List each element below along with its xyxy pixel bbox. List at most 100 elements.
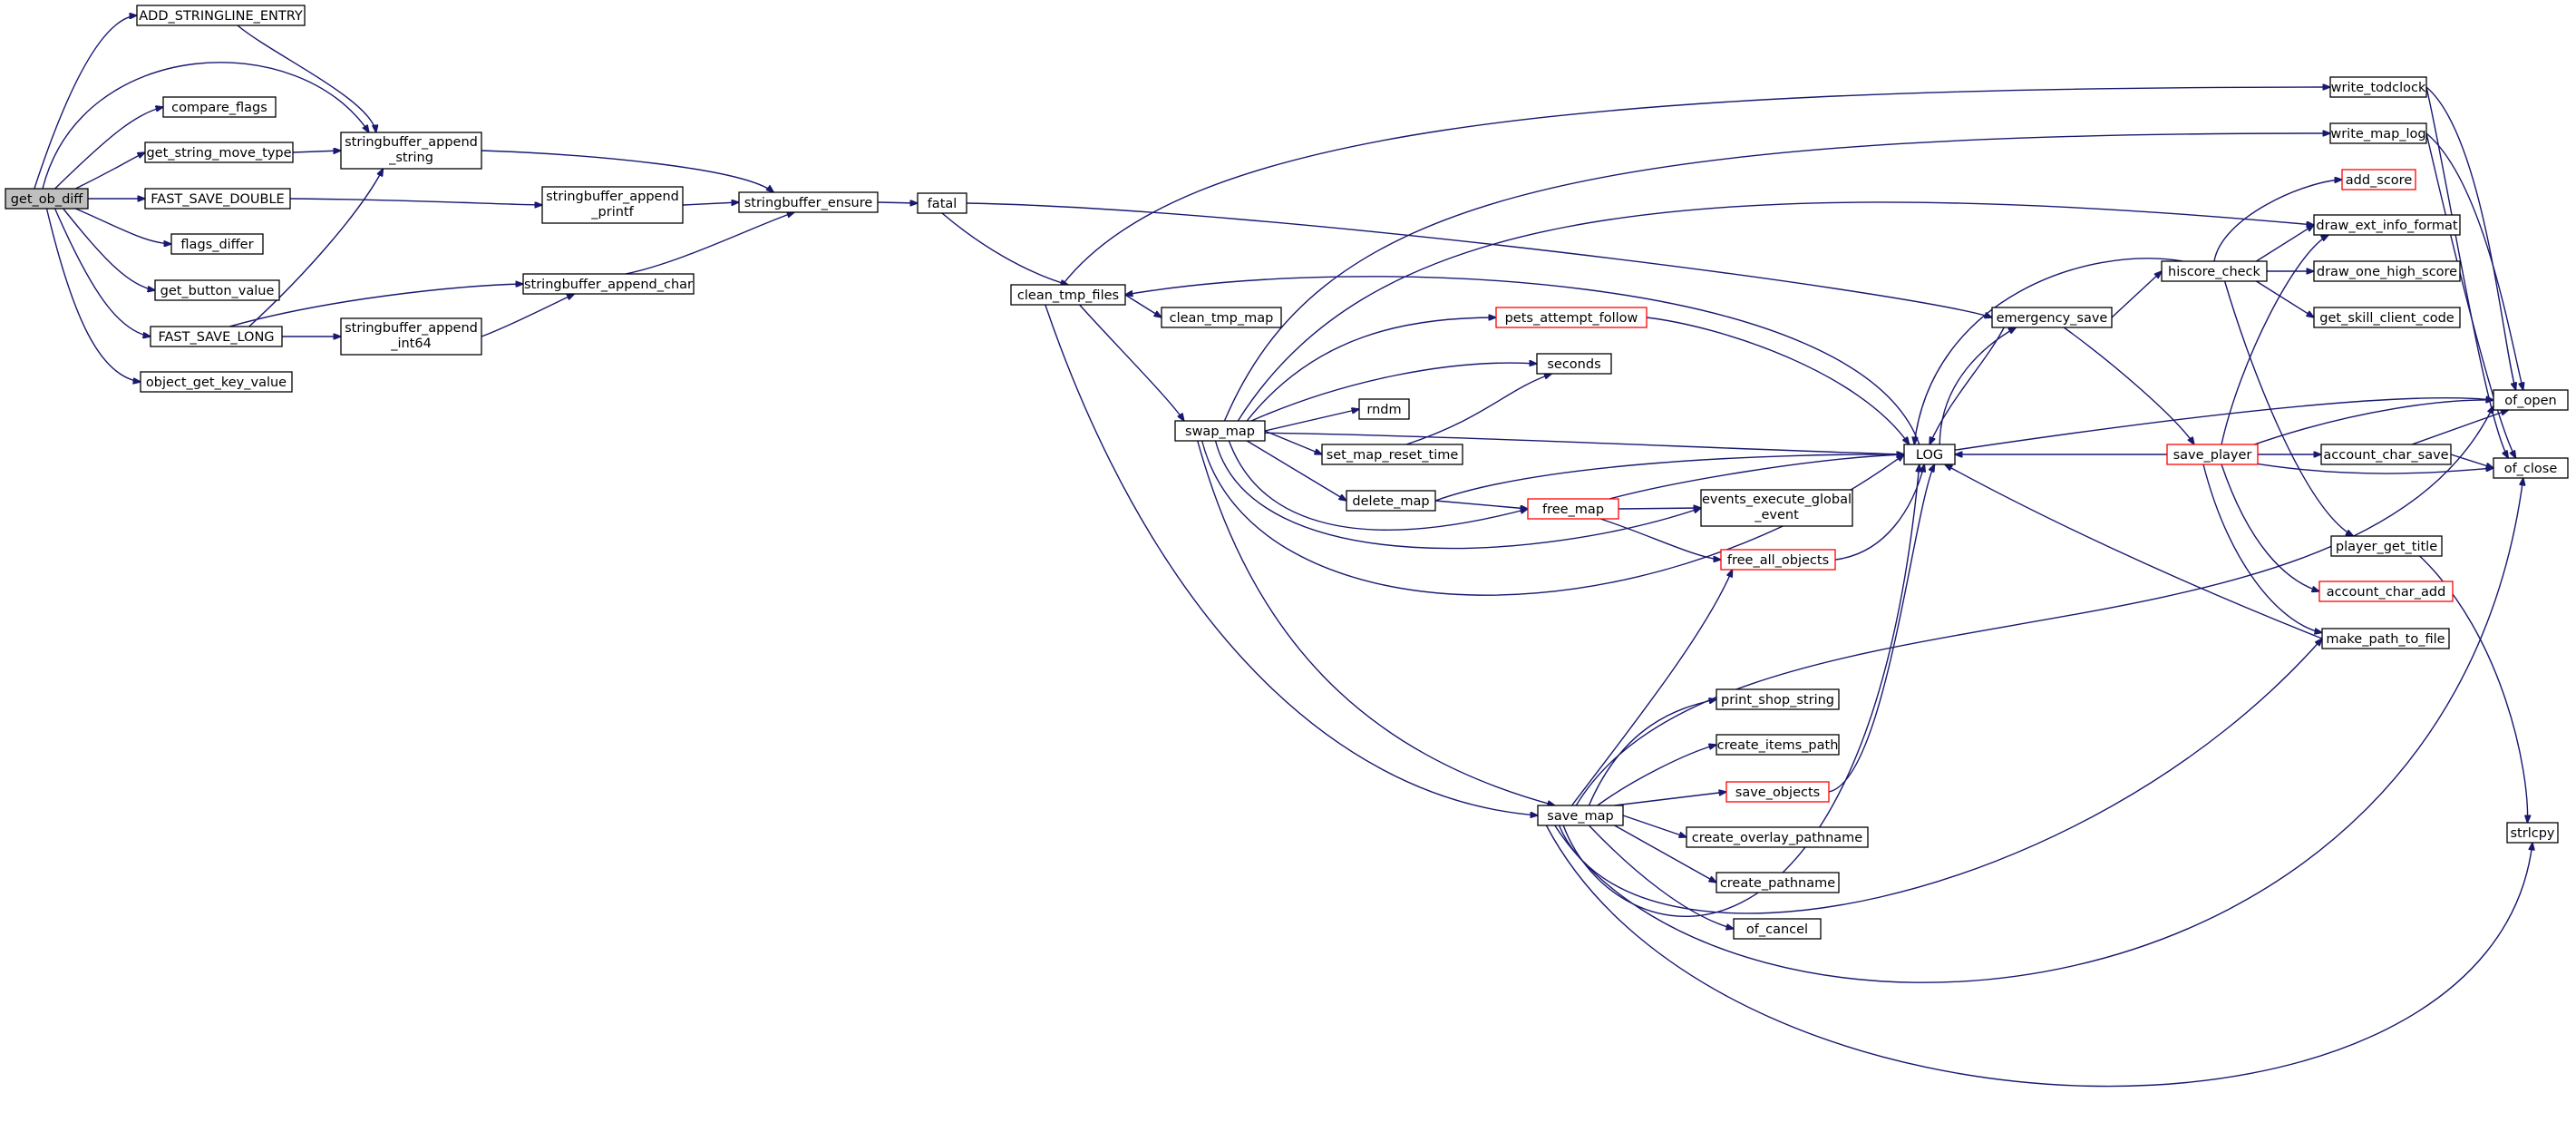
node-create-pathname[interactable]: create_pathname (1716, 872, 1840, 893)
node-box (917, 192, 967, 214)
node-draw-ext-info-format[interactable]: draw_ext_info_format (2313, 214, 2461, 236)
edge-free_map-to-log (1609, 454, 1904, 500)
node-box (1536, 353, 1612, 375)
node-compare-flags[interactable]: compare_flags (162, 96, 277, 118)
edge-swap_map-to-pets_attempt_follow (1246, 317, 1496, 422)
node-box (1686, 826, 1869, 848)
node-object-get-key-value[interactable]: object_get_key_value (140, 371, 293, 393)
edge-hiscore_check-to-log (1914, 258, 2183, 444)
node-fast-save-long[interactable]: FAST_SAVE_LONG (150, 326, 283, 347)
edge-save_map-to-of_open (1575, 406, 2493, 806)
edge-swap_map-to-seconds (1250, 363, 1537, 422)
edge-get_ob_diff-to-sb_append_string (42, 62, 369, 190)
node-sb-append-char[interactable]: stringbuffer_append_char (522, 273, 695, 295)
nodes-layer: get_ob_diff ADD_STRINGLINE_ENTRY compare_f… (5, 5, 2569, 940)
edge-account_char_save-to-of_open (2411, 410, 2508, 445)
node-box (2161, 260, 2268, 282)
edge-save_map-to-create_items_path (1597, 745, 1716, 806)
edge-emergency_save-to-hiscore_check (2111, 271, 2162, 318)
node-box (2320, 444, 2452, 465)
node-label: pets_attempt_follow (1505, 311, 1638, 326)
node-draw-one-high-score[interactable]: draw_one_high_score (2313, 260, 2461, 282)
node-player-get-title[interactable]: player_get_title (2330, 535, 2443, 557)
node-box (1174, 420, 1266, 442)
node-sb-ensure[interactable]: stringbuffer_ensure (738, 191, 879, 213)
node-label: _printf (590, 205, 634, 220)
edge-get_ob_diff-to-get_string_move_type (75, 152, 145, 190)
node-box (1733, 918, 1822, 940)
node-flags-differ[interactable]: flags_differ (170, 233, 264, 255)
node-make-path-to-file[interactable]: make_path_to_file (2321, 628, 2450, 649)
edge-clean_tmp_files-to-save_map (1045, 304, 1538, 815)
node-label: emergency_save (1997, 311, 2108, 326)
node-box (2329, 76, 2427, 98)
node-write-map-log[interactable]: write_map_log (2329, 122, 2427, 144)
node-log[interactable]: LOG (1903, 444, 1956, 465)
node-get-button-value[interactable]: get_button_value (154, 279, 280, 301)
edge-account_char_save-to-of_close (2450, 454, 2493, 468)
node-fast-save-double[interactable]: FAST_SAVE_DOUBLE (144, 188, 291, 210)
edge-swap_map-to-write_map_log (1223, 133, 2330, 422)
node-save-player[interactable]: save_player (2166, 444, 2259, 465)
node-print-shop-string[interactable]: print_shop_string (1716, 688, 1840, 710)
node-get-skill-client-code[interactable]: get_skill_client_code (2313, 307, 2461, 328)
node-box (1700, 489, 1853, 527)
edge-sb_ensure-to-fatal (877, 202, 918, 203)
edge-sb_append_char-to-sb_ensure (625, 212, 794, 275)
node-save-map[interactable]: save_map (1537, 805, 1624, 826)
edge-save_player-to-draw_ext_info_format (2221, 235, 2328, 445)
node-emergency-save[interactable]: emergency_save (1991, 307, 2113, 328)
node-events-execute-global-event[interactable]: events_execute_global_event (1700, 489, 1853, 527)
edge-save_player-to-of_open (2248, 400, 2493, 447)
node-strlcpy[interactable]: strlcpy (2506, 822, 2559, 844)
node-label: object_get_key_value (146, 376, 287, 390)
node-label: compare_flags (171, 101, 267, 115)
node-sb-append-printf[interactable]: stringbuffer_append_printf (541, 186, 684, 224)
node-get-string-move-type[interactable]: get_string_move_type (144, 142, 294, 163)
node-box (2313, 260, 2461, 282)
edge-swap_map-to-log (1260, 432, 1904, 454)
node-get-ob-diff[interactable]: get_ob_diff (5, 188, 89, 210)
edge-save_map-to-save_objects (1614, 792, 1726, 806)
node-account-char-save[interactable]: account_char_save (2320, 444, 2452, 465)
node-of-close[interactable]: of_close (2493, 457, 2569, 479)
node-label: stringbuffer_ensure (744, 196, 873, 210)
edge-add_stringline_entry-to-sb_append_string (237, 24, 376, 132)
node-label: write_todclock (2331, 81, 2426, 95)
node-free-all-objects[interactable]: free_all_objects (1720, 549, 1836, 571)
node-swap-map[interactable]: swap_map (1174, 420, 1266, 442)
node-label: _string (388, 151, 433, 165)
node-free-map[interactable]: free_map (1527, 498, 1619, 520)
node-label: swap_map (1185, 424, 1255, 439)
node-sb-append-string[interactable]: stringbuffer_append_string (340, 132, 482, 170)
edge-delete_map-to-free_map (1434, 500, 1528, 509)
node-create-items-path[interactable]: create_items_path (1716, 734, 1840, 756)
edge-get_string_move_type-to-sb_append_string (292, 151, 341, 152)
node-label: strlcpy (2511, 826, 2555, 841)
node-delete-map[interactable]: delete_map (1346, 490, 1436, 512)
node-box (136, 5, 306, 26)
node-box (2321, 628, 2450, 649)
node-of-cancel[interactable]: of_cancel (1733, 918, 1822, 940)
edge-swap_map-to-rndm (1264, 409, 1359, 432)
node-hiscore-check[interactable]: hiscore_check (2161, 260, 2268, 282)
node-account-char-add[interactable]: account_char_add (2318, 581, 2454, 602)
node-pets-attempt-follow[interactable]: pets_attempt_follow (1495, 307, 1648, 328)
node-of-open[interactable]: of_open (2493, 389, 2569, 411)
node-sb-append-int64[interactable]: stringbuffer_append_int64 (340, 317, 482, 356)
edge-write_todclock-to-of_open (2425, 86, 2516, 390)
node-rndm[interactable]: rndm (1358, 398, 1410, 420)
edge-save_map-to-make_path_to_file (1558, 639, 2323, 914)
node-create-overlay-pathname[interactable]: create_overlay_pathname (1686, 826, 1869, 848)
node-add-score[interactable]: add_score (2341, 169, 2416, 190)
node-clean-tmp-map[interactable]: clean_tmp_map (1161, 307, 1282, 328)
node-fatal[interactable]: fatal (917, 192, 967, 214)
node-add-stringline-entry[interactable]: ADD_STRINGLINE_ENTRY (136, 5, 306, 26)
node-set-map-reset-time[interactable]: set_map_reset_time (1321, 444, 1463, 465)
node-save-objects[interactable]: save_objects (1725, 781, 1830, 803)
node-seconds[interactable]: seconds (1536, 353, 1612, 375)
node-write-todclock[interactable]: write_todclock (2329, 76, 2427, 98)
node-clean-tmp-files[interactable]: clean_tmp_files (1010, 284, 1126, 306)
node-label: clean_tmp_files (1017, 288, 1119, 303)
